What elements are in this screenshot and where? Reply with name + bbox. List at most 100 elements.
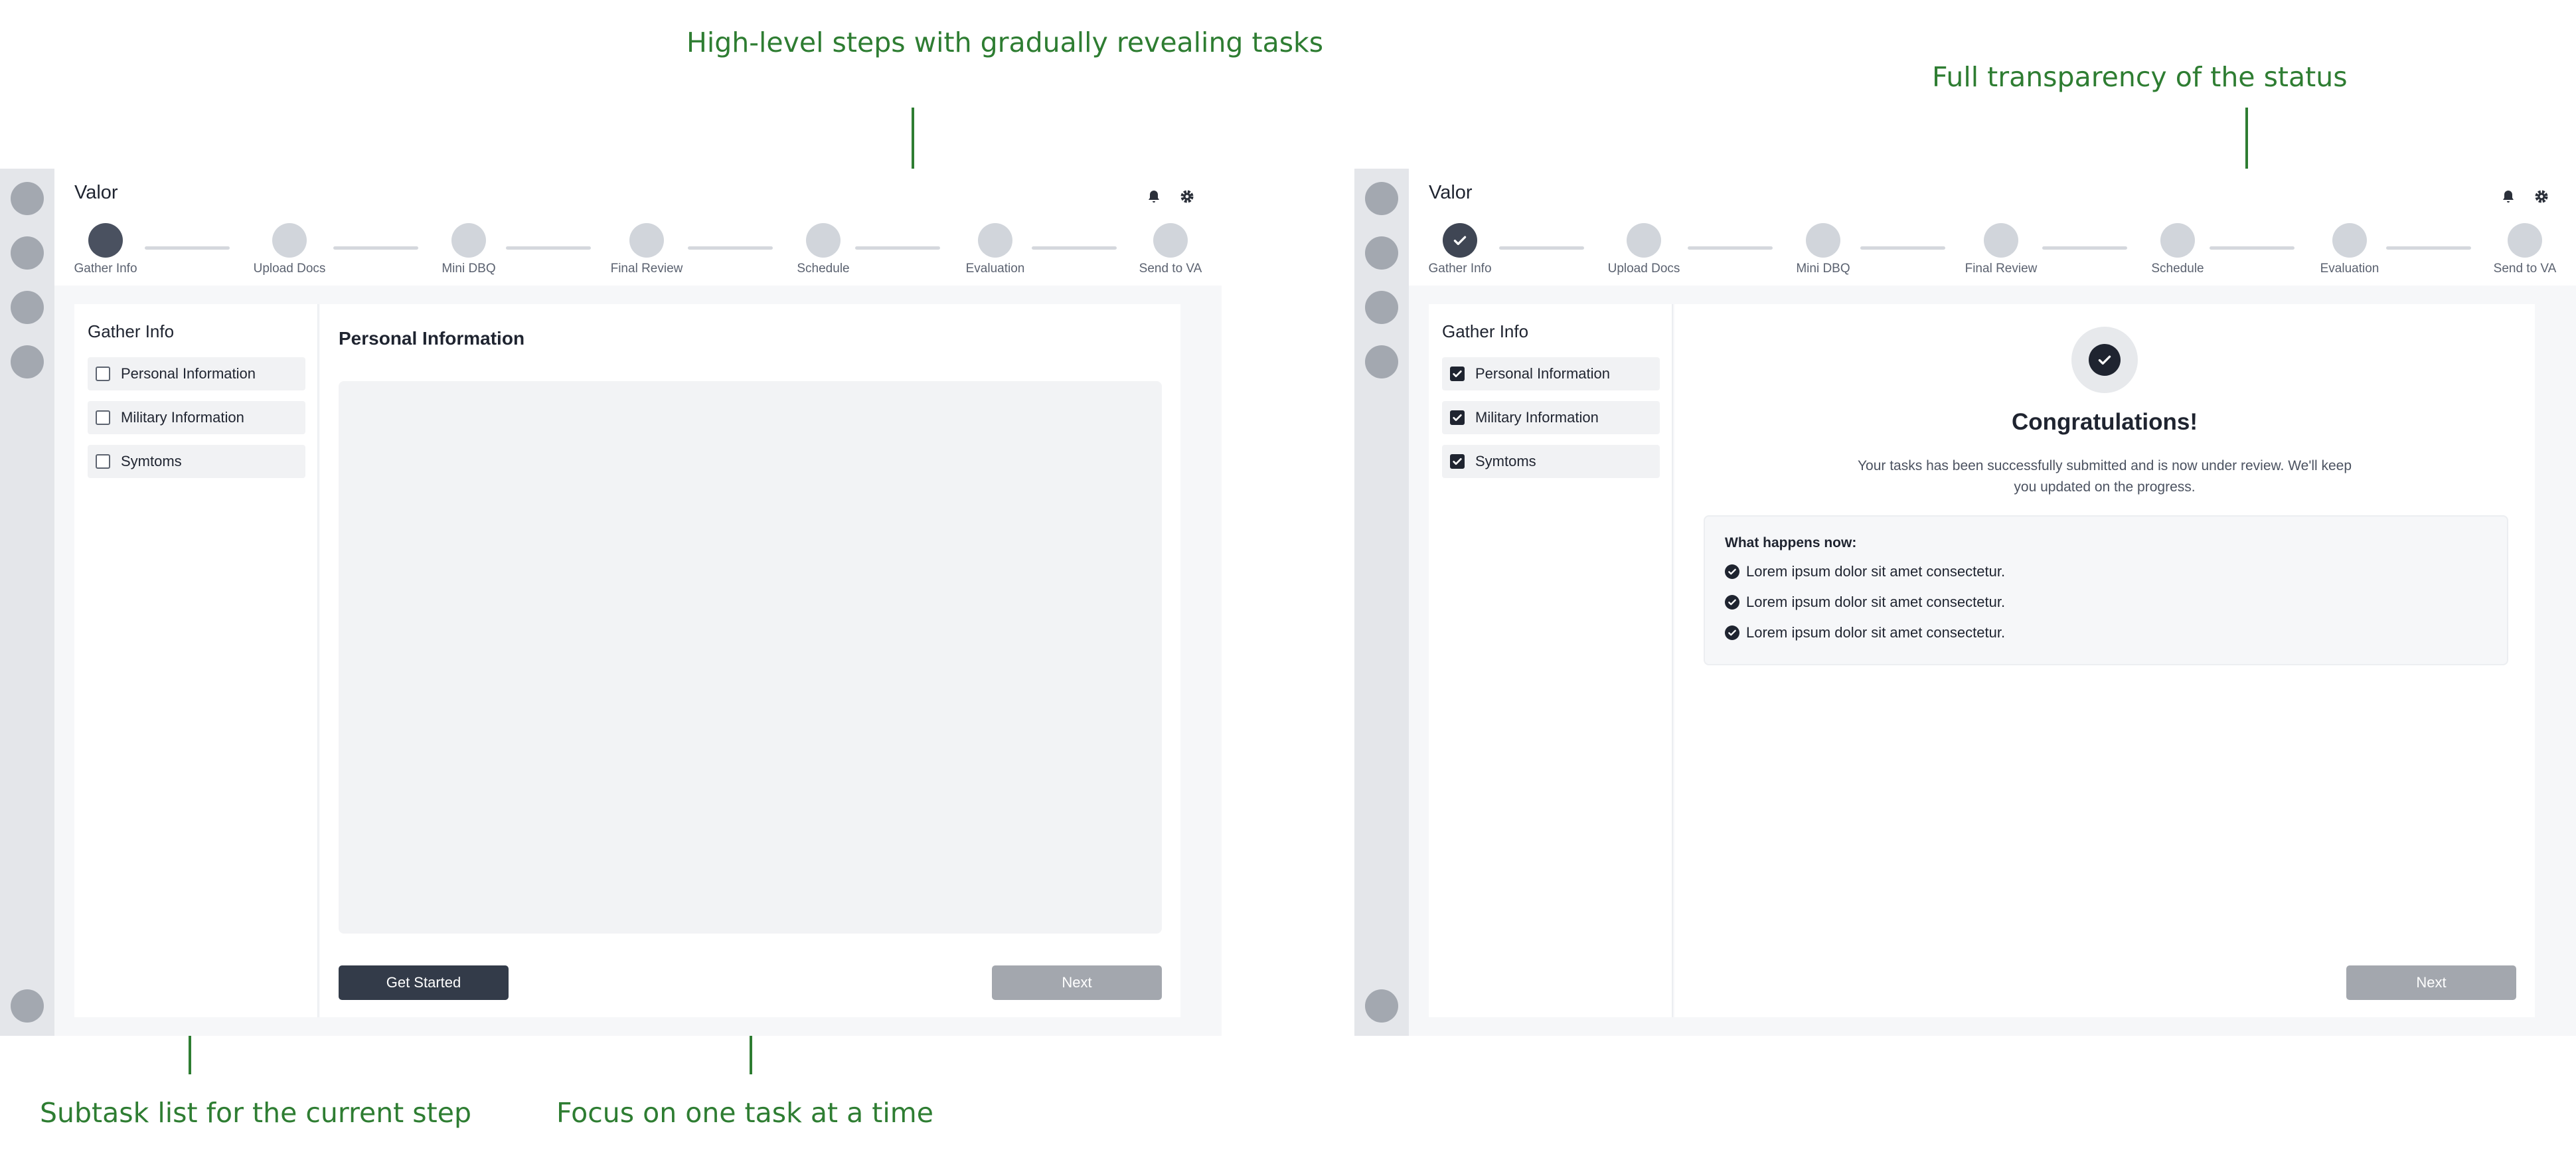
success-badge <box>2071 327 2138 393</box>
step-connector <box>1032 246 1117 250</box>
step-gather-info[interactable] <box>88 223 123 258</box>
checkbox[interactable] <box>96 367 110 381</box>
top-bar: Valor Gathe <box>1409 169 2576 286</box>
rail-nav-button[interactable] <box>1365 345 1398 378</box>
check-icon <box>2098 355 2111 365</box>
what-happens-item: Lorem ipsum dolor sit amet consectetur. <box>1725 563 2005 580</box>
rail-nav-button[interactable] <box>1365 291 1398 324</box>
submitted-message: Your tasks has been successfully submitt… <box>1857 458 2352 495</box>
step-connector <box>333 246 418 250</box>
annotation-status: Full transparency of the status <box>1932 61 2348 93</box>
step-mini-dbq[interactable] <box>1806 223 1840 258</box>
checkbox[interactable] <box>96 454 110 469</box>
step-connector <box>2210 246 2294 250</box>
step-label: Evaluation <box>965 262 1025 276</box>
step-send-to-va[interactable] <box>2508 223 2542 258</box>
left-rail <box>1354 169 1409 1036</box>
subtask-symtoms[interactable]: Symtoms <box>88 445 305 478</box>
step-connector <box>506 246 591 250</box>
check-icon <box>1453 371 1462 377</box>
step-connector <box>145 246 230 250</box>
check-icon <box>1453 458 1462 465</box>
what-happens-text: Lorem ipsum dolor sit amet consectetur. <box>1746 624 2006 641</box>
subtask-label: Personal Information <box>1475 365 1610 382</box>
task-title: Personal Information <box>339 328 525 349</box>
next-button[interactable]: Next <box>2346 965 2516 1000</box>
gear-icon[interactable] <box>1179 189 1195 205</box>
subtask-personal-information[interactable]: Personal Information <box>88 357 305 390</box>
subtask-symtoms[interactable]: Symtoms <box>1442 445 1660 478</box>
subtask-personal-information[interactable]: Personal Information <box>1442 357 1660 390</box>
step-connector <box>855 246 940 250</box>
check-circle-icon <box>1725 625 1739 640</box>
step-label: Gather Info <box>1428 262 1492 276</box>
step-evaluation[interactable] <box>978 223 1012 258</box>
rail-nav-button[interactable] <box>11 291 44 324</box>
step-final-review[interactable] <box>1984 223 2018 258</box>
checkbox-checked[interactable] <box>1450 410 1465 425</box>
rail-nav-button[interactable] <box>11 345 44 378</box>
what-happens-item: Lorem ipsum dolor sit amet consectetur. <box>1725 594 2005 611</box>
sidebar-title: Gather Info <box>88 321 175 341</box>
step-label: Schedule <box>2151 262 2204 276</box>
gear-icon[interactable] <box>2534 189 2549 205</box>
subtask-military-information[interactable]: Military Information <box>88 401 305 434</box>
rail-nav-button[interactable] <box>1365 236 1398 270</box>
form-placeholder <box>339 381 1162 934</box>
subtask-military-information[interactable]: Military Information <box>1442 401 1660 434</box>
bell-icon[interactable] <box>1146 189 1162 205</box>
step-connector <box>1860 246 1945 250</box>
app-window-status-view: Valor Gathe <box>1354 169 2576 1036</box>
bell-icon[interactable] <box>2500 189 2516 205</box>
step-label: Upload Docs <box>1607 262 1680 276</box>
rail-profile-button[interactable] <box>11 989 44 1023</box>
what-happens-item: Lorem ipsum dolor sit amet consectetur. <box>1725 624 2005 641</box>
step-connector <box>1499 246 1584 250</box>
annotation-steps: High-level steps with gradually revealin… <box>686 27 1324 58</box>
app-title: Valor <box>74 182 118 203</box>
next-button[interactable]: Next <box>992 965 1162 1000</box>
check-circle-icon <box>1725 595 1739 610</box>
rail-profile-button[interactable] <box>1365 989 1398 1023</box>
step-mini-dbq[interactable] <box>451 223 486 258</box>
rail-nav-button[interactable] <box>11 182 44 215</box>
get-started-button[interactable]: Get Started <box>339 965 509 1000</box>
step-label: Mini DBQ <box>1796 262 1850 276</box>
checkbox-checked[interactable] <box>1450 367 1465 381</box>
subtask-label: Symtoms <box>121 453 182 469</box>
task-panel: Personal Information Get Started Next <box>320 304 1180 1017</box>
congratulations-heading: Congratulations! <box>2012 409 2198 435</box>
subtask-label: Military Information <box>1475 409 1599 426</box>
subtask-sidebar: Gather Info Personal Information Militar… <box>1429 304 1673 1017</box>
step-send-to-va[interactable] <box>1153 223 1188 258</box>
subtask-label: Military Information <box>121 409 244 426</box>
subtask-label: Personal Information <box>121 365 256 382</box>
rail-nav-button[interactable] <box>1365 182 1398 215</box>
status-panel: Congratulations! Your tasks has been suc… <box>1674 304 2535 1017</box>
check-icon <box>1453 236 1467 246</box>
step-label: Mini DBQ <box>442 262 496 276</box>
step-label: Send to VA <box>1139 262 1202 276</box>
annotation-subtasks: Subtask list for the current step <box>40 1097 471 1129</box>
what-happens-title: What happens now: <box>1725 535 1857 550</box>
step-gather-info[interactable] <box>1443 223 1477 258</box>
step-connector <box>2386 246 2471 250</box>
step-upload-docs[interactable] <box>272 223 307 258</box>
rail-nav-button[interactable] <box>11 236 44 270</box>
left-rail <box>0 169 54 1036</box>
checkbox-checked[interactable] <box>1450 454 1465 469</box>
subtask-label: Symtoms <box>1475 453 1536 469</box>
app-title: Valor <box>1429 182 1473 203</box>
step-upload-docs[interactable] <box>1627 223 1661 258</box>
what-happens-panel: What happens now: Lorem ipsum dolor sit … <box>1704 515 2508 665</box>
success-check <box>2089 344 2121 376</box>
step-connector <box>688 246 773 250</box>
step-final-review[interactable] <box>629 223 664 258</box>
step-evaluation[interactable] <box>2332 223 2367 258</box>
annotation-steps-line <box>912 108 914 207</box>
step-label: Send to VA <box>2493 262 2557 276</box>
checkbox[interactable] <box>96 410 110 425</box>
step-schedule[interactable] <box>806 223 841 258</box>
step-schedule[interactable] <box>2160 223 2195 258</box>
what-happens-text: Lorem ipsum dolor sit amet consectetur. <box>1746 563 2006 580</box>
